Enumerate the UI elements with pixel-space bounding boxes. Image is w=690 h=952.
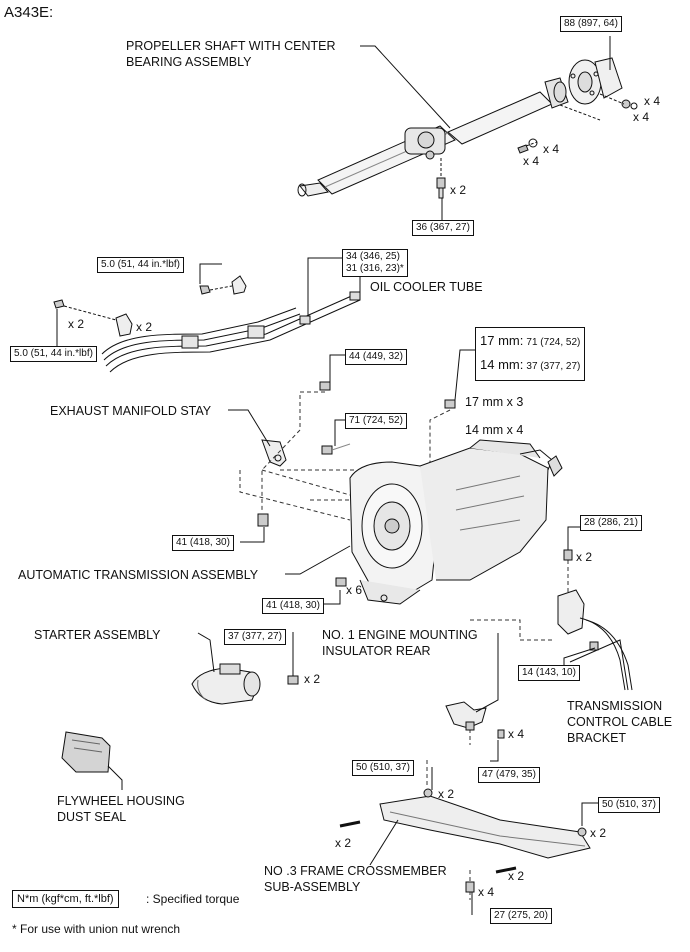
torque-stay-bolt-upper: 44 (449, 32) [345,349,407,365]
label-dust-seal: FLYWHEEL HOUSING DUST SEAL [57,793,185,825]
qty-crossmember-bottom: x 4 [478,885,495,899]
flange-nuts [517,93,638,154]
torque-trans-17-14: 17 mm: 71 (724, 52) 14 mm: 37 (377, 27) [475,327,586,381]
oil-cooler-tube-drawing [101,291,361,373]
qty-clamp-bolt: x 2 [68,317,85,331]
label-crossmember-line2: SUB-ASSEMBLY [264,880,361,894]
torque-insulator-bolt: 47 (479, 35) [478,767,540,783]
label-starter: STARTER ASSEMBLY [34,628,161,642]
label-crossmember-line1: NO .3 FRAME CROSSMEMBER [264,864,447,878]
label-bracket-line2: CONTROL CABLE [567,715,673,729]
torque-17mm-label: 17 mm: [480,333,524,348]
torque-cooler-union-2: 31 (316, 23)* [346,263,404,274]
torque-cooler-clamp-upper: 5.0 (51, 44 in.*lbf) [97,257,184,273]
label-automatic-transmission: AUTOMATIC TRANSMISSION ASSEMBLY [18,568,259,582]
qty-bracket-bolt: x 2 [576,550,593,564]
torque-crossmember-right: 50 (510, 37) [598,797,660,813]
qty-bolt-17mm: 17 mm x 3 [465,395,524,409]
label-control-cable-bracket: TRANSMISSION CONTROL CABLE BRACKET [567,698,672,746]
qty-flange-nut-1: x 4 [644,94,661,108]
qty-crossmember-nut-right: x 2 [590,826,607,840]
torque-stay-bolt: 71 (724, 52) [345,413,407,429]
label-propeller-shaft-line2: BEARING ASSEMBLY [126,55,252,69]
torque-crossmember-bottom: 27 (275, 20) [490,908,552,924]
qty-crossmember-nut-left: x 2 [438,787,455,801]
torque-17mm-value: 71 (724, 52) [526,337,581,348]
torque-bracket-bolt: 28 (286, 21) [580,515,642,531]
label-exhaust-manifold-stay: EXHAUST MANIFOLD STAY [50,404,212,418]
label-insulator-line2: INSULATOR REAR [322,644,431,658]
qty-flange-bolt-2: x 4 [523,154,540,168]
torque-trans-bolt-lower: 41 (418, 30) [262,598,324,614]
label-propeller-shaft-line1: PROPELLER SHAFT WITH CENTER [126,39,336,53]
dust-seal-drawing [61,731,111,773]
legend-footnote: * For use with union nut wrench [12,922,181,936]
starter-drawing [191,663,299,705]
torque-prop-flange: 88 (897, 64) [560,16,622,32]
label-bracket-line3: BRACKET [567,731,627,745]
qty-starter-bolt: x 2 [304,672,321,686]
qty-crossmember-bolt-right: x 2 [508,869,525,883]
center-bearing-bolt [436,158,446,199]
torque-14mm-label: 14 mm: [480,357,524,372]
torque-cooler-clamp-lower: 5.0 (51, 44 in.*lbf) [10,346,97,362]
qty-flange-bolt-1: x 4 [543,142,560,156]
torque-14mm-value: 37 (377, 27) [526,361,581,372]
leader-lines [56,36,629,915]
torque-trans-bolt-left: 41 (418, 30) [172,535,234,551]
torque-crossmember-left: 50 (510, 37) [352,760,414,776]
torque-bracket-nut: 14 (143, 10) [518,665,580,681]
label-oil-cooler-tube: OIL COOLER TUBE [370,280,483,294]
stay-bolts [257,381,456,527]
label-frame-crossmember: NO .3 FRAME CROSSMEMBER SUB-ASSEMBLY [264,863,447,895]
legend-box: N*m (kgf*cm, ft.*lbf) [12,890,119,908]
qty-crossmember-bolt-left: x 2 [335,836,352,850]
mounting-insulator-drawing [445,701,505,739]
qty-flange-nut-2: x 4 [633,110,650,124]
legend-description: : Specified torque [146,892,240,906]
label-dust-seal-line2: DUST SEAL [57,810,127,824]
propeller-shaft-drawing [297,57,623,197]
control-cable-bracket-drawing [557,549,633,691]
label-bracket-line1: TRANSMISSION [567,699,663,713]
torque-cooler-union-1: 34 (346, 25) [346,251,400,262]
torque-prop-center: 36 (367, 27) [412,220,474,236]
qty-insulator-bolt: x 4 [508,727,525,741]
crossmember-drawing [339,788,591,893]
oil-cooler-clamps [53,275,247,337]
qty-trans-lower: x 6 [346,583,363,597]
torque-starter-bolt: 37 (377, 27) [224,629,286,645]
qty-center-bolt: x 2 [450,183,467,197]
torque-cooler-union: 34 (346, 25) 31 (316, 23)* [342,249,408,277]
exhaust-manifold-stay-drawing [261,439,287,467]
qty-bolt-14mm: 14 mm x 4 [465,423,524,437]
label-insulator-line1: NO. 1 ENGINE MOUNTING [322,628,478,642]
lower-bolt [335,577,347,587]
automatic-transmission-drawing [349,439,563,605]
label-engine-mounting-insulator: NO. 1 ENGINE MOUNTING INSULATOR REAR [322,627,478,659]
qty-clamp: x 2 [136,320,153,334]
model-code: A343E: [4,4,54,21]
label-dust-seal-line1: FLYWHEEL HOUSING [57,794,185,808]
label-propeller-shaft: PROPELLER SHAFT WITH CENTER BEARING ASSE… [126,38,336,70]
